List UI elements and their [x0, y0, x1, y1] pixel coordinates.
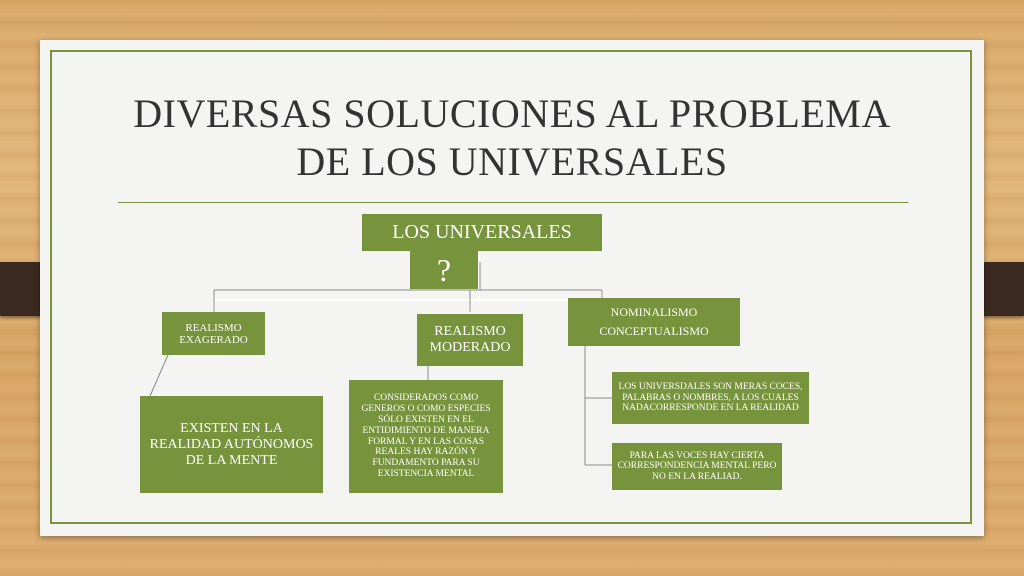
connector-exagerado-desc — [149, 354, 169, 397]
nominalismo-label: NOMINALISMO — [610, 305, 698, 319]
branch-connectors — [149, 262, 612, 466]
root-node: LOS UNIVERSALES — [362, 214, 602, 251]
nominalismo-text: LOS UNIVERSDALES SON MERAS COCES, PALABR… — [618, 382, 803, 414]
root-label: LOS UNIVERSALES — [392, 221, 572, 243]
realismo-exagerado-node: REALISMO EXAGERADO — [162, 312, 265, 355]
realismo-moderado-label-1: REALISMO — [434, 324, 506, 339]
conceptualismo-label: CONCEPTUALISMO — [599, 324, 709, 338]
nominalismo-node: NOMINALISMO CONCEPTUALISMO — [568, 298, 740, 346]
realismo-moderado-description: CONSIDERADOS COMO GENEROS O COMO ESPECIE… — [349, 380, 503, 493]
slide-title: DIVERSAS SOLUCIONES AL PROBLEMA DE LOS U… — [80, 90, 944, 186]
title-divider — [118, 202, 908, 203]
question-mark: ? — [436, 252, 452, 288]
realismo-exagerado-text: EXISTEN EN LA REALIDAD AUTÓNOMOS DE LA M… — [149, 420, 314, 468]
realismo-moderado-node: REALISMO MODERADO — [417, 314, 523, 366]
slide-frame — [50, 50, 972, 524]
nominalismo-description: LOS UNIVERSDALES SON MERAS COCES, PALABR… — [612, 372, 809, 424]
realismo-exagerado-label: REALISMO EXAGERADO — [179, 321, 248, 346]
root-connectors — [213, 250, 603, 312]
title-line-2: DE LOS UNIVERSALES — [296, 139, 728, 184]
title-line-1: DIVERSAS SOLUCIONES AL PROBLEMA — [133, 91, 891, 136]
realismo-moderado-text: CONSIDERADOS COMO GENEROS O COMO ESPECIE… — [361, 393, 491, 479]
conceptualismo-description: PARA LAS VOCES HAY CIERTA CORRESPONDENCI… — [612, 443, 782, 490]
conceptualismo-text: PARA LAS VOCES HAY CIERTA CORRESPONDENCI… — [617, 450, 777, 482]
question-node: ? — [410, 251, 478, 289]
realismo-moderado-label-2: MODERADO — [429, 340, 511, 355]
realismo-exagerado-description: EXISTEN EN LA REALIDAD AUTÓNOMOS DE LA M… — [140, 396, 323, 493]
